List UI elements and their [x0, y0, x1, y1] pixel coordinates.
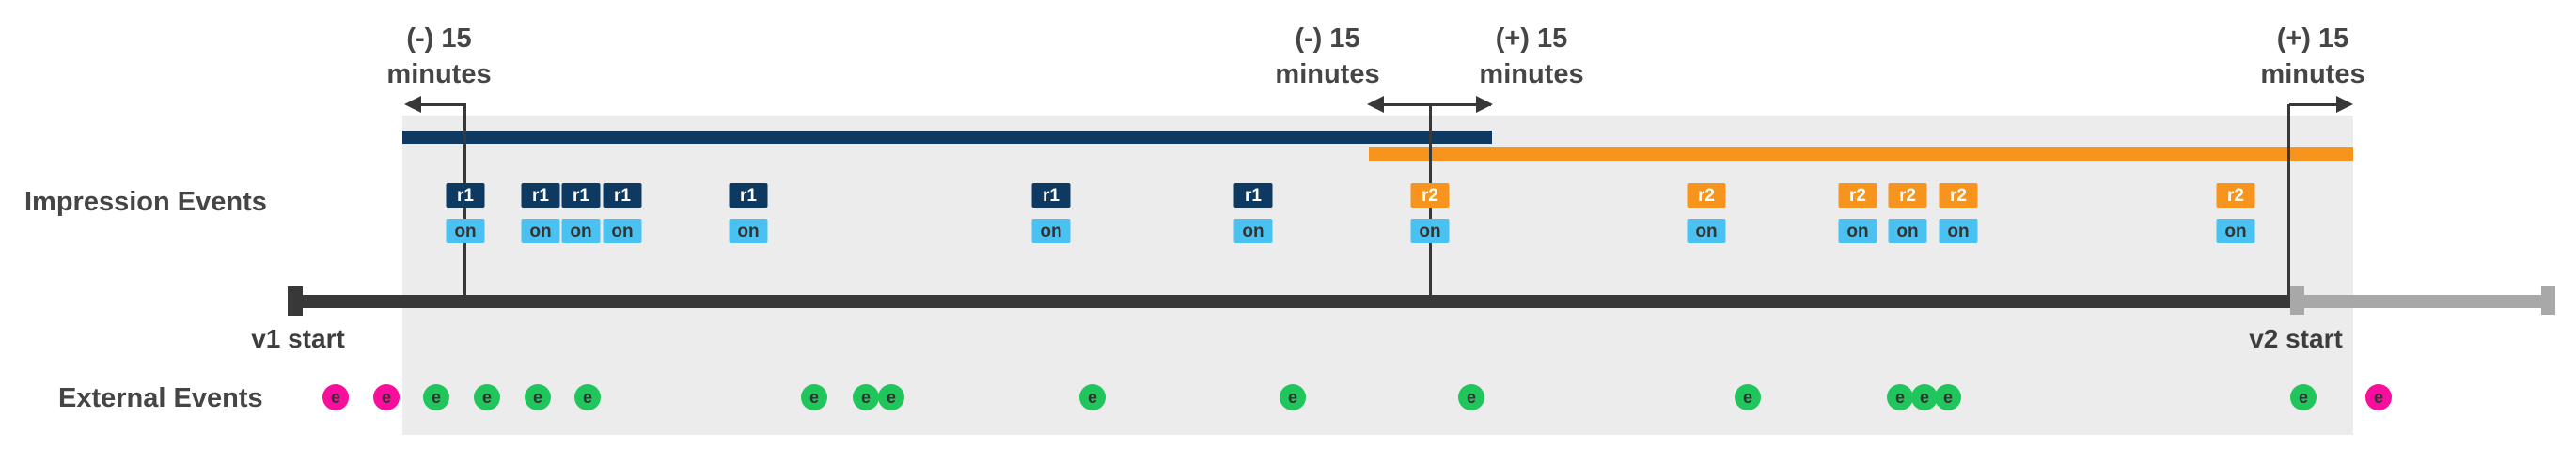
external-event-pink: e: [2365, 384, 2392, 410]
impression-event: r1 on: [603, 183, 642, 243]
timeline-v2-bar: [2290, 295, 2555, 308]
v1-start-label: v1 start: [251, 324, 345, 353]
impression-badge-r1: r1: [446, 183, 485, 208]
external-event-green: e: [474, 384, 500, 410]
on-badge: on: [1888, 219, 1927, 243]
impression-badge-r1: r1: [1233, 183, 1273, 208]
external-event-green: e: [1079, 384, 1106, 410]
external-event-green: e: [1935, 384, 1961, 410]
plus15-arrow-line-right: [2289, 103, 2338, 106]
impression-event: r2 on: [1410, 183, 1450, 243]
arrow-right-icon: [1476, 96, 1493, 113]
external-event-green: e: [801, 384, 827, 410]
external-event-green: e: [423, 384, 449, 410]
timeline-v1-bar: [288, 295, 2290, 308]
annotation-plus15-right: (+) 15 minutes: [2260, 21, 2364, 92]
impression-event: r2 on: [2216, 183, 2255, 243]
arrow-left-icon: [404, 96, 421, 113]
on-badge: on: [2216, 219, 2255, 243]
impression-badge-r1: r1: [521, 183, 560, 208]
on-badge: on: [1031, 219, 1071, 243]
annotation-line: minutes: [2260, 59, 2365, 89]
external-event-green: e: [1911, 384, 1938, 410]
impression-event: r1 on: [446, 183, 485, 243]
on-badge: on: [561, 219, 601, 243]
external-events-label: External Events: [58, 383, 263, 413]
impression-event: r2 on: [1838, 183, 1877, 243]
external-event-pink: e: [322, 384, 349, 410]
external-event-green: e: [1280, 384, 1306, 410]
on-badge: on: [1410, 219, 1450, 243]
impression-event: r2 on: [1687, 183, 1726, 243]
annotation-line: minutes: [1479, 59, 1584, 89]
annotation-line: (+) 15: [2276, 23, 2349, 54]
impression-event: r2 on: [1888, 183, 1927, 243]
annotation-plus15-mid: (+) 15 minutes: [1479, 21, 1583, 92]
impression-event: r1 on: [561, 183, 601, 243]
impression-event: r1 on: [1233, 183, 1273, 243]
on-badge: on: [446, 219, 485, 243]
on-badge: on: [1838, 219, 1877, 243]
annotation-minus15-mid: (-) 15 minutes: [1275, 21, 1379, 92]
analysis-window-panel: [402, 116, 2353, 435]
minus15-arrow-line-left: [408, 103, 466, 106]
v2-duration-bar: [1369, 147, 2353, 161]
impression-badge-r1: r1: [1031, 183, 1071, 208]
impression-badge-r1: r1: [561, 183, 601, 208]
external-event-green: e: [525, 384, 551, 410]
annotation-line: minutes: [386, 59, 492, 89]
on-badge: on: [1939, 219, 1978, 243]
impression-badge-r2: r2: [2216, 183, 2255, 208]
impression-badge-r1: r1: [729, 183, 768, 208]
v1-duration-bar: [402, 131, 1492, 144]
impression-event: r1 on: [729, 183, 768, 243]
impression-event: r2 on: [1939, 183, 1978, 243]
external-event-green: e: [1887, 384, 1913, 410]
guide-line-v2-start: [2287, 104, 2290, 302]
arrow-left-icon: [1367, 96, 1384, 113]
annotation-line: (-) 15: [406, 23, 472, 54]
annotation-minus15-left: (-) 15 minutes: [386, 21, 491, 92]
on-badge: on: [521, 219, 560, 243]
external-event-green: e: [878, 384, 904, 410]
annotation-line: (-) 15: [1295, 23, 1360, 54]
annotation-line: minutes: [1275, 59, 1380, 89]
timeline-end-marker: [2541, 286, 2555, 315]
plusminus15-arrow-line: [1371, 103, 1491, 106]
on-badge: on: [603, 219, 642, 243]
annotation-line: (+) 15: [1495, 23, 1568, 54]
external-event-green: e: [1735, 384, 1761, 410]
external-event-green: e: [2290, 384, 2317, 410]
external-event-pink: e: [373, 384, 400, 410]
impression-badge-r2: r2: [1838, 183, 1877, 208]
impression-event: r1 on: [521, 183, 560, 243]
impression-badge-r2: r2: [1939, 183, 1978, 208]
impression-badge-r2: r2: [1888, 183, 1927, 208]
external-event-green: e: [1458, 384, 1484, 410]
impression-event: r1 on: [1031, 183, 1071, 243]
impression-events-label: Impression Events: [24, 187, 267, 217]
impression-badge-r2: r2: [1410, 183, 1450, 208]
impression-badge-r2: r2: [1687, 183, 1726, 208]
arrow-right-icon: [2336, 96, 2353, 113]
external-event-green: e: [853, 384, 879, 410]
on-badge: on: [1687, 219, 1726, 243]
impression-badge-r1: r1: [603, 183, 642, 208]
external-event-green: e: [574, 384, 601, 410]
v2-start-label: v2 start: [2249, 324, 2343, 353]
on-badge: on: [729, 219, 768, 243]
on-badge: on: [1233, 219, 1273, 243]
